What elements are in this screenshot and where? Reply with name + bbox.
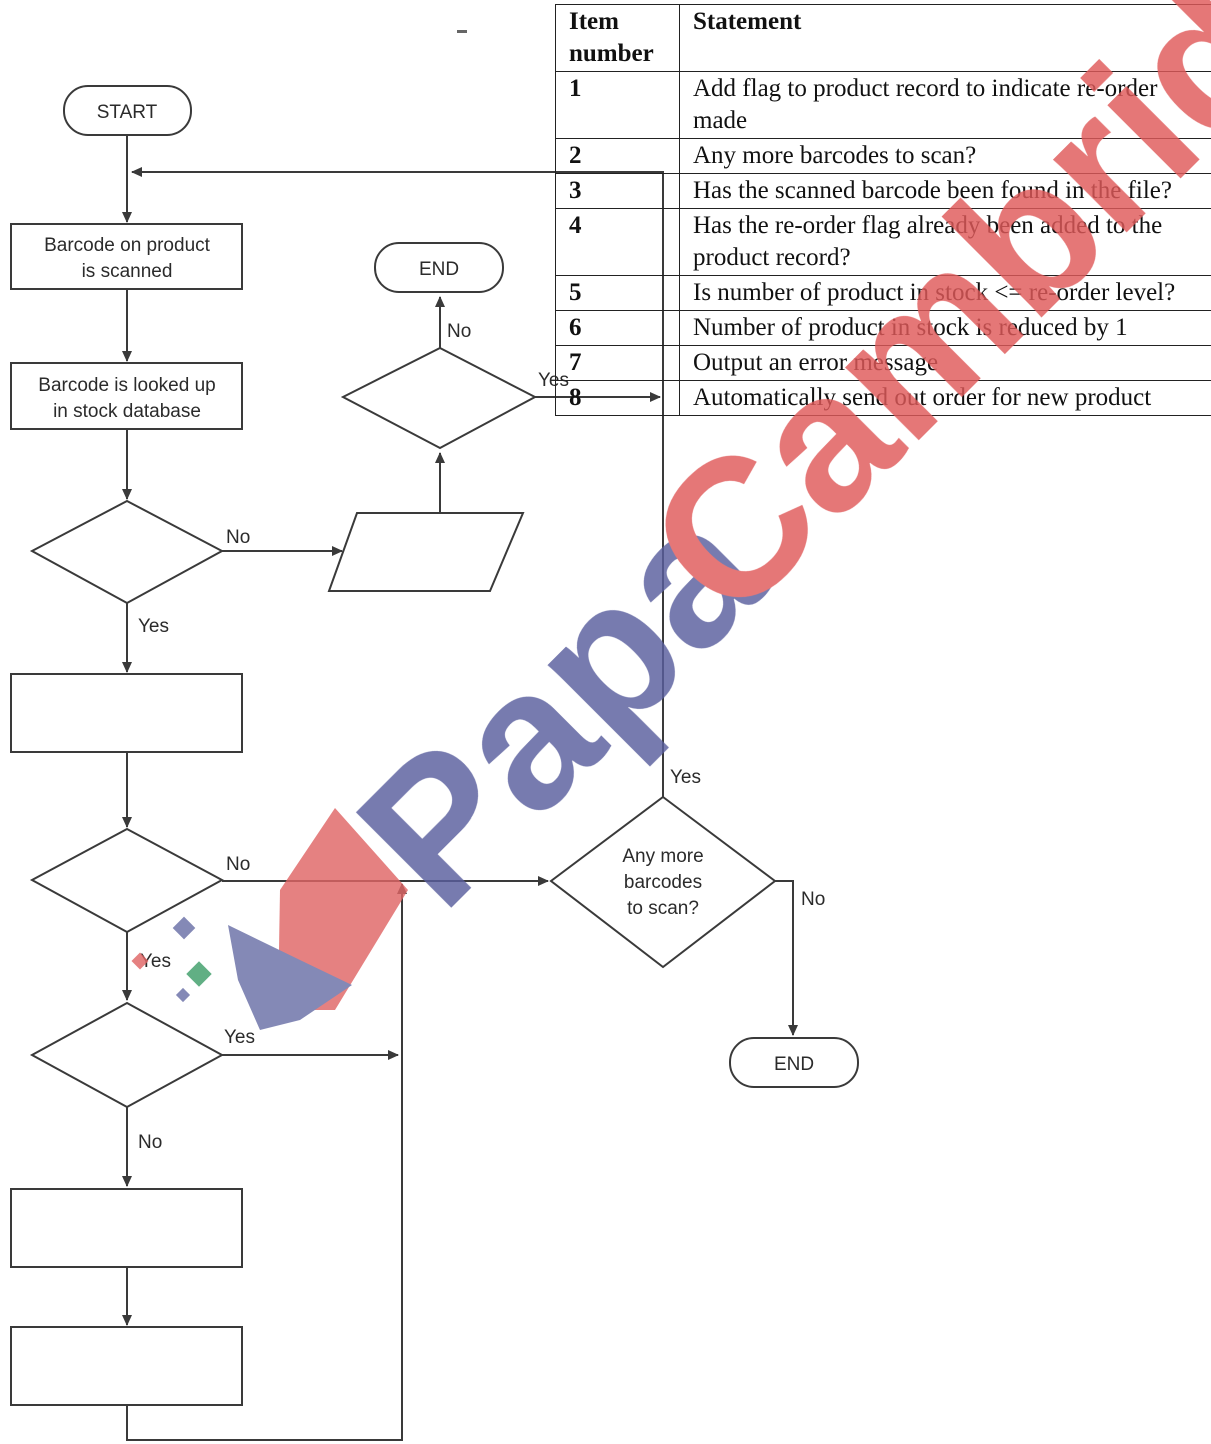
connector-return-path — [126, 883, 407, 1441]
table-row: 4 Has the re-order flag already been add… — [555, 208, 1211, 276]
table-header-row: Item number Statement — [555, 4, 1211, 72]
process-blank-1 — [10, 673, 243, 753]
label-no-more: No — [801, 889, 825, 910]
header-statement: Statement — [679, 4, 1211, 72]
svg-text:barcodes: barcodes — [624, 872, 702, 893]
svg-text:END: END — [774, 1054, 814, 1075]
table-row: 8 Automatically send out order for new p… — [555, 380, 1211, 416]
table-row: 5 Is number of product in stock <= re-or… — [555, 275, 1211, 311]
start-terminator: START — [63, 85, 192, 136]
table-row: 6 Number of product in stock is reduced … — [555, 310, 1211, 346]
decision-blank-2 — [29, 827, 225, 934]
stray-mark — [457, 30, 467, 33]
decision-blank-1 — [29, 499, 225, 605]
process-barcode-scanned: Barcode on product is scanned — [10, 223, 243, 290]
svg-text:START: START — [97, 102, 158, 123]
process-blank-3 — [10, 1326, 243, 1406]
label-yes-1: Yes — [138, 616, 169, 637]
label-no-3: No — [138, 1132, 162, 1153]
svg-text:to scan?: to scan? — [627, 898, 699, 919]
svg-text:is scanned: is scanned — [82, 261, 173, 282]
svg-text:Barcode is looked up: Barcode is looked up — [38, 375, 215, 396]
svg-text:Barcode on product: Barcode on product — [44, 235, 211, 256]
decision-any-more-barcodes: Any more barcodes to scan? — [549, 795, 777, 969]
table-row: 2 Any more barcodes to scan? — [555, 138, 1211, 174]
label-yes-3: Yes — [224, 1027, 255, 1048]
label-no-1: No — [226, 527, 250, 548]
svg-text:END: END — [419, 259, 459, 280]
end-terminator-bottom: END — [729, 1037, 859, 1088]
header-item-number: Item number — [555, 4, 680, 72]
process-barcode-lookup: Barcode is looked up in stock database — [10, 362, 243, 430]
label-yes-more: Yes — [670, 767, 701, 788]
end-terminator-top: END — [374, 242, 504, 293]
svg-text:in stock database: in stock database — [53, 401, 201, 422]
decision-blank-top — [340, 346, 538, 450]
process-blank-2 — [10, 1188, 243, 1268]
table-row: 7 Output an error message — [555, 345, 1211, 381]
label-yes-2: Yes — [140, 951, 171, 972]
table-row: 3 Has the scanned barcode been found in … — [555, 173, 1211, 209]
svg-text:Any more: Any more — [622, 846, 703, 867]
statement-table: Item number Statement 1 Add flag to prod… — [555, 4, 1211, 416]
table-row: 1 Add flag to product record to indicate… — [555, 71, 1211, 139]
label-no-2: No — [226, 854, 250, 875]
connector-more-no — [775, 880, 798, 1036]
decision-blank-3 — [29, 1001, 225, 1109]
label-no-top: No — [447, 321, 471, 342]
output-blank — [327, 512, 525, 592]
